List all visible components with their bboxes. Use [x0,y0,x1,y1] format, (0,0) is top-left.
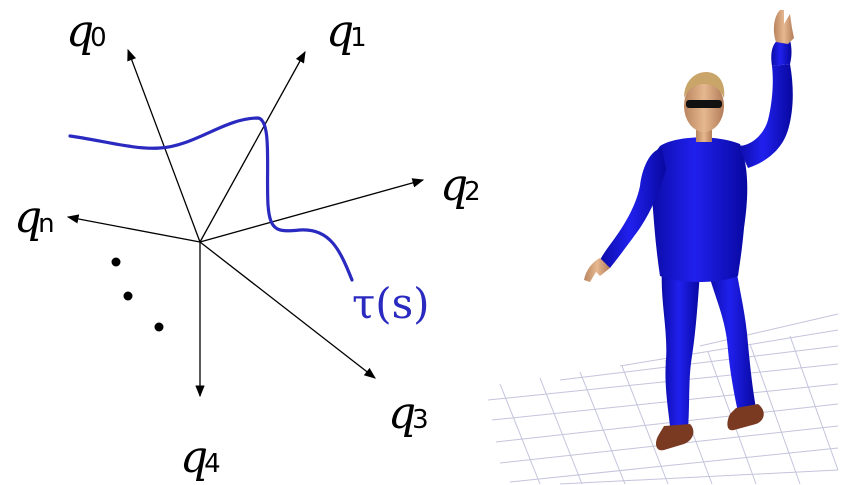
hair [684,72,725,98]
curve-label: τ(s) [352,279,430,328]
axis-label-q1: q1 [326,6,367,57]
left-leg [661,268,700,428]
axis-label-q4: q4 [180,432,221,483]
left-arm [600,148,666,268]
right-forearm [771,40,792,66]
humanoid-figure-scene [487,10,839,485]
right-arm [738,64,793,168]
sunglasses-icon [686,100,722,108]
axis-q3 [199,241,376,379]
axis-label-q0: q0 [66,6,107,57]
ellipsis-dot [111,257,121,267]
ellipsis-dot [154,322,164,332]
trajectory-curve [68,116,354,282]
torso [651,137,748,282]
right-hand [773,10,794,44]
axis-label-q3: q3 [388,388,429,439]
ellipsis-dot [123,291,133,301]
right-shoe [727,404,764,431]
left-shoe [656,424,694,451]
right-leg [708,268,756,412]
axis-q0 [127,48,201,243]
config-space-diagram: q0 q1 q2 qn q3 q4 τ(s) [14,6,481,483]
axis-qn [66,214,201,243]
axis-label-q2: q2 [440,160,481,211]
axis-label-qn: qn [14,192,55,243]
neck [696,128,712,142]
axis-q1 [199,50,306,243]
axis-q2 [199,178,425,243]
floor-grid [487,313,839,485]
left-hand [584,258,610,282]
